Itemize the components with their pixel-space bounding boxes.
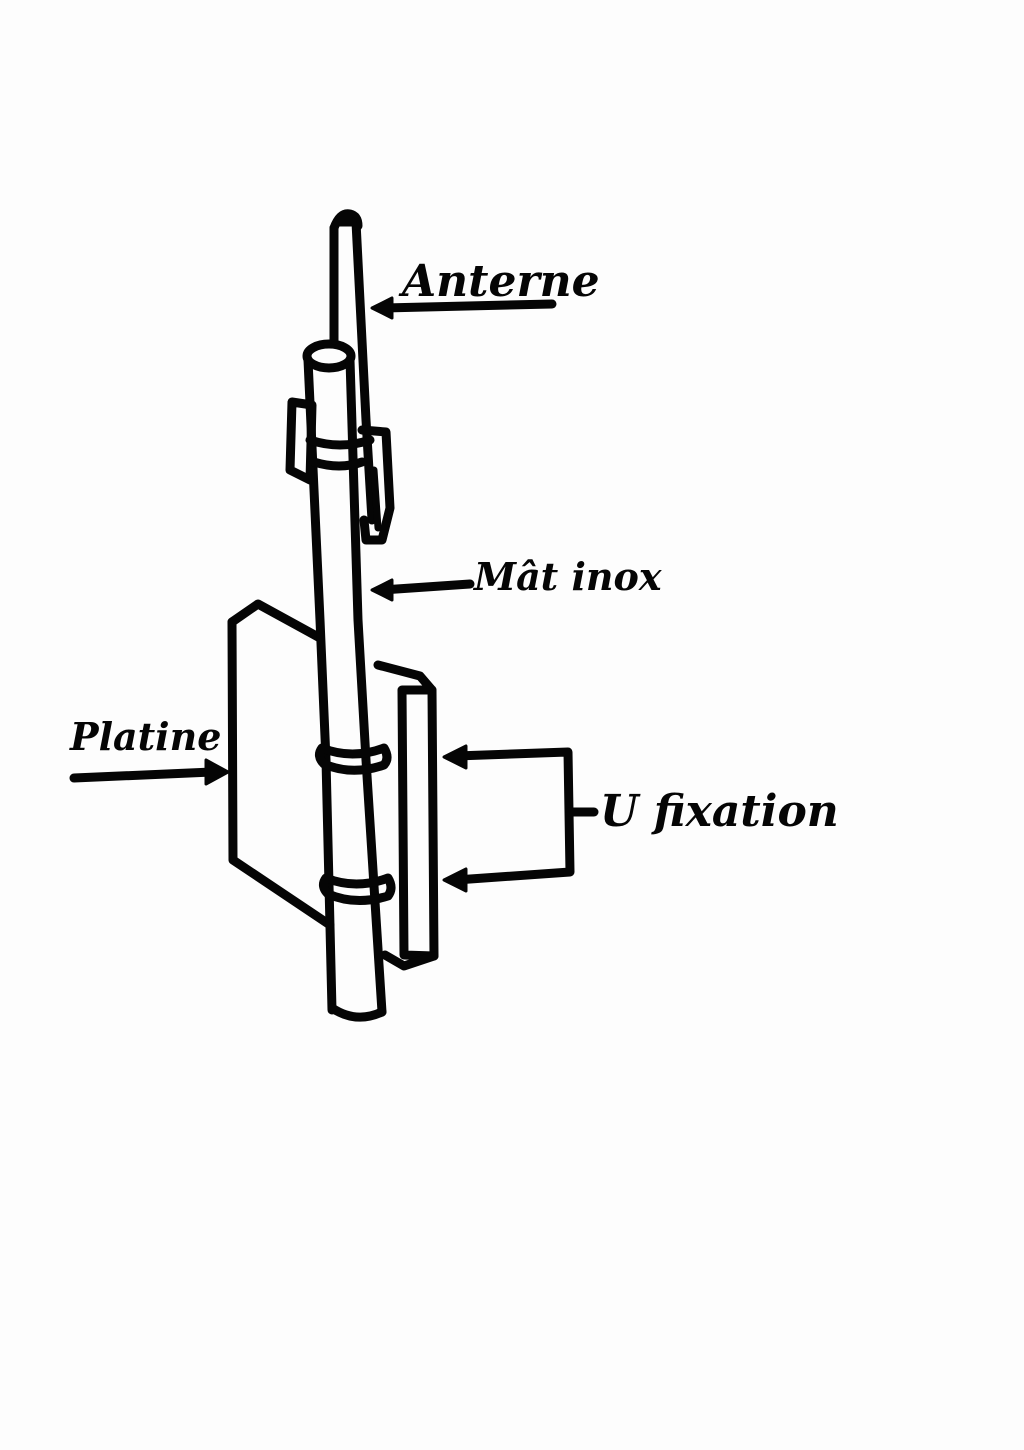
u-bolt-upper-arrowhead [442,744,468,770]
u-bolt-lower-arrowhead [442,867,468,893]
antenna-right-edge [351,217,377,525]
plate-label: Platine [69,714,221,759]
clamp-band-bottom [309,457,367,471]
clamp-band-top [305,435,375,450]
u-bolt-lower-band [318,873,396,905]
antenna-leader-line [379,299,557,313]
u-bolt-bracket [451,747,575,885]
antenna-rod [329,209,377,525]
plate-top-edge-right [373,660,437,695]
mast-label: Mât inox [472,554,663,599]
mast-bottom-end [327,1003,387,1022]
plate-side-thickness [397,685,439,961]
callout-mast: Mât inox [370,554,663,602]
mast-left-edge [303,355,337,1015]
mounting-plate [227,599,439,971]
antenna-leader-arrowhead [370,296,394,320]
antenna-clamp [285,397,395,545]
plate-leader-arrowhead [204,758,230,786]
mast-leader-arrowhead [370,578,394,602]
u-bolt-label: U fixation [600,786,839,837]
mast-leader-line [377,579,475,595]
plate-bottom-edge [380,950,439,971]
u-bolt-upper [314,743,392,775]
callout-plate: Platine [69,714,230,786]
u-bolt-lower [318,873,396,905]
antenna-label: Anterne [398,256,600,307]
mast-top-cap [302,339,356,373]
callout-antenna: Anterne [370,256,600,320]
u-bolt-upper-band [314,743,392,775]
callout-u-bolt: U fixation [442,744,839,893]
plate-top-edge [227,599,325,643]
clamp-inner-line [370,466,382,532]
plate-leader-line [69,767,217,783]
clamp-left-block [285,397,317,485]
plate-front-face [227,617,335,930]
clamp-right-block [357,425,395,545]
